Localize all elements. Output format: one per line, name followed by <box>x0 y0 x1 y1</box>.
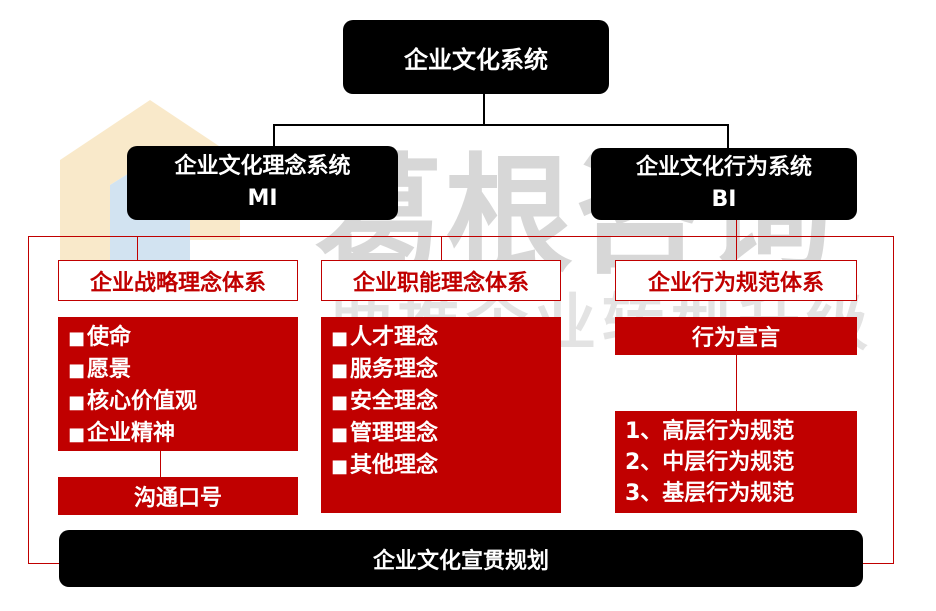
red-frame-right <box>893 236 894 564</box>
behavior-norms: 1、高层行为规范 2、中层行为规范 3、基层行为规范 <box>615 411 857 513</box>
connector-root-down <box>483 94 485 125</box>
connector-to-bi <box>727 124 729 148</box>
bullet-square-icon: ■ <box>68 424 86 445</box>
strategy-header: 企业战略理念体系 <box>58 260 298 301</box>
list-item: ■愿景 <box>68 354 298 386</box>
strategy-slogan: 沟通口号 <box>58 477 298 515</box>
bullet-square-icon: ■ <box>331 328 349 349</box>
list-item: ■核心价值观 <box>68 386 298 418</box>
bottom-bar: 企业文化宣贯规划 <box>59 530 863 587</box>
list-item: ■企业精神 <box>68 418 298 450</box>
list-item: ■管理理念 <box>331 418 561 450</box>
strategy-header-label: 企业战略理念体系 <box>89 270 266 296</box>
red-drop-strategy <box>137 236 138 260</box>
behavior-header: 企业行为规范体系 <box>615 260 857 301</box>
strategy-item-mission: 使命 <box>87 325 132 350</box>
bullet-square-icon: ■ <box>68 360 86 381</box>
list-item: ■安全理念 <box>331 386 561 418</box>
list-item: ■服务理念 <box>331 354 561 386</box>
red-drop-function <box>441 236 442 260</box>
function-item-talent: 人才理念 <box>350 325 439 350</box>
strategy-item-spirit: 企业精神 <box>87 421 176 446</box>
red-frame-left <box>28 236 29 564</box>
function-header: 企业职能理念体系 <box>321 260 561 301</box>
bullet-square-icon: ■ <box>331 456 349 477</box>
bi-node: 企业文化行为系统 BI <box>591 148 857 220</box>
bi-code: BI <box>711 187 737 212</box>
strategy-item-values: 核心价值观 <box>87 389 198 414</box>
behavior-declaration: 行为宣言 <box>615 317 857 355</box>
bullet-square-icon: ■ <box>68 392 86 413</box>
strategy-list: ■使命 ■愿景 ■核心价值观 ■企业精神 <box>58 317 298 451</box>
function-item-management: 管理理念 <box>350 421 439 446</box>
red-frame-bottom-left <box>28 563 60 564</box>
red-frame-top <box>28 236 894 237</box>
function-item-safety: 安全理念 <box>350 389 439 414</box>
list-item: ■使命 <box>68 322 298 354</box>
list-item: 1、高层行为规范 <box>625 419 795 444</box>
red-drop-behavior <box>736 220 737 260</box>
behavior-header-label: 企业行为规范体系 <box>647 270 824 296</box>
bullet-square-icon: ■ <box>68 328 86 349</box>
function-item-other: 其他理念 <box>350 453 439 478</box>
bullet-square-icon: ■ <box>331 424 349 445</box>
root-node: 企业文化系统 <box>343 20 609 94</box>
function-list: ■人才理念 ■服务理念 ■安全理念 ■管理理念 ■其他理念 <box>321 317 561 513</box>
function-item-service: 服务理念 <box>350 357 439 382</box>
bullet-square-icon: ■ <box>331 392 349 413</box>
mi-code: MI <box>247 186 278 211</box>
strategy-item-vision: 愿景 <box>87 357 132 382</box>
mi-title: 企业文化理念系统 <box>174 154 351 179</box>
bi-title: 企业文化行为系统 <box>635 155 812 180</box>
bottom-bar-label: 企业文化宣贯规划 <box>372 548 549 574</box>
root-label: 企业文化系统 <box>404 45 548 74</box>
connector-to-mi <box>273 124 275 146</box>
list-item: ■人才理念 <box>331 322 561 354</box>
list-item: 2、中层行为规范 <box>625 450 795 475</box>
red-frame-bottom-right <box>862 563 894 564</box>
list-item: 3、基层行为规范 <box>625 481 795 506</box>
mi-node: 企业文化理念系统 MI <box>127 146 398 220</box>
connector-top-horizontal <box>273 124 728 126</box>
function-header-label: 企业职能理念体系 <box>352 270 529 296</box>
list-item: ■其他理念 <box>331 450 561 482</box>
strategy-slogan-label: 沟通口号 <box>133 486 222 511</box>
bullet-square-icon: ■ <box>331 360 349 381</box>
behavior-declaration-label: 行为宣言 <box>691 326 780 351</box>
red-link-declaration-norms <box>736 355 737 411</box>
red-link-strategy-slogan <box>160 451 161 477</box>
